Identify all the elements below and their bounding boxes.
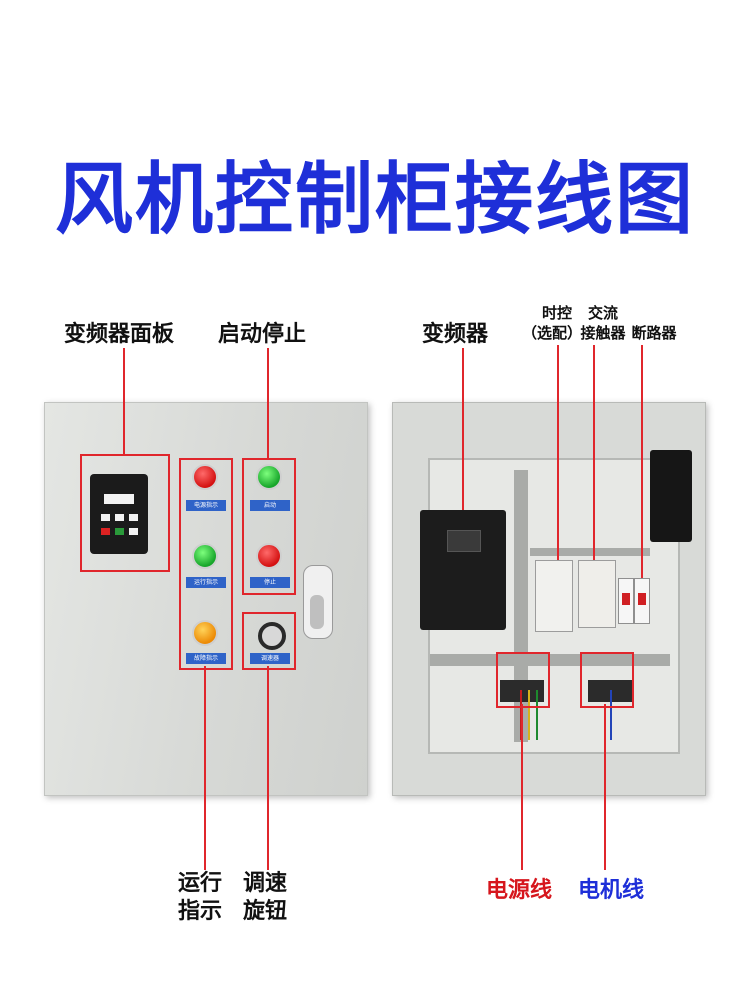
label-vfd-panel: 变频器面板	[64, 322, 175, 347]
wire-yellow	[528, 690, 530, 740]
leader-motor-line	[604, 704, 606, 870]
tag-speed: 调速器	[250, 653, 290, 664]
label-timer: 时控 （选配）	[522, 303, 582, 343]
label-contactor-line1: 交流	[587, 304, 618, 322]
run-indicator-lamp	[192, 543, 218, 569]
fault-indicator-lamp	[192, 620, 218, 646]
label-speed-line1: 调速	[243, 871, 288, 896]
label-speed-knob: 调速 旋钮	[243, 870, 287, 926]
ac-contactor	[578, 560, 616, 628]
label-contactor: 交流 接触器	[578, 303, 628, 343]
din-rail-bottom	[430, 654, 670, 666]
label-timer-line2: （选配）	[522, 324, 583, 342]
breaker-1	[618, 578, 634, 624]
timer-unit	[535, 560, 573, 632]
label-run-line2: 指示	[178, 899, 223, 924]
tag-stop: 停止	[250, 577, 290, 588]
leader-speed-knob	[267, 666, 269, 870]
start-button[interactable]	[256, 464, 282, 490]
power-indicator-lamp	[192, 464, 218, 490]
leader-contactor	[593, 345, 595, 560]
wire-green	[536, 690, 538, 740]
label-power-line: 电源线	[486, 878, 553, 903]
label-start-stop: 启动停止	[218, 322, 307, 347]
callout-box-indicators	[179, 458, 233, 670]
label-run-indicator: 运行 指示	[178, 870, 222, 926]
label-speed-line2: 旋钮	[243, 899, 288, 924]
callout-box-vfd-panel	[80, 454, 170, 572]
stop-button[interactable]	[256, 543, 282, 569]
din-rail-vertical	[514, 470, 528, 742]
vfd-unit	[420, 510, 506, 630]
vfd-panel-device	[90, 474, 148, 554]
leader-indicators	[204, 666, 206, 870]
power-terminal-block	[500, 680, 544, 702]
callout-box-power-terminal	[496, 652, 550, 708]
label-vfd: 变频器	[422, 322, 489, 347]
label-run-line1: 运行	[178, 871, 223, 896]
page-title: 风机控制柜接线图	[54, 155, 695, 245]
tag-fault-indicator: 故障指示	[186, 653, 226, 664]
label-contactor-line2: 接触器	[580, 324, 626, 342]
leader-power-line	[521, 704, 523, 870]
leader-breaker	[641, 345, 643, 578]
label-timer-line1: 时控	[541, 304, 572, 322]
callout-box-start-stop	[242, 458, 296, 595]
leader-timer	[557, 345, 559, 560]
callout-box-speed-knob	[242, 612, 296, 670]
leader-vfd-panel	[123, 348, 125, 454]
vfd-display	[447, 530, 481, 552]
cooling-fan	[650, 450, 692, 542]
leader-start-stop	[267, 348, 269, 458]
din-rail-middle	[530, 548, 650, 556]
speed-knob[interactable]	[258, 622, 286, 650]
tag-run-indicator: 运行指示	[186, 577, 226, 588]
breaker-2	[634, 578, 650, 624]
leader-vfd	[462, 348, 464, 510]
door-handle-grip	[310, 595, 324, 629]
tag-power-indicator: 电源指示	[186, 500, 226, 511]
wire-blue	[610, 690, 612, 740]
label-breaker: 断路器	[631, 324, 677, 342]
label-motor-line: 电机线	[578, 878, 645, 903]
callout-box-motor-terminal	[580, 652, 634, 708]
tag-start: 启动	[250, 500, 290, 511]
